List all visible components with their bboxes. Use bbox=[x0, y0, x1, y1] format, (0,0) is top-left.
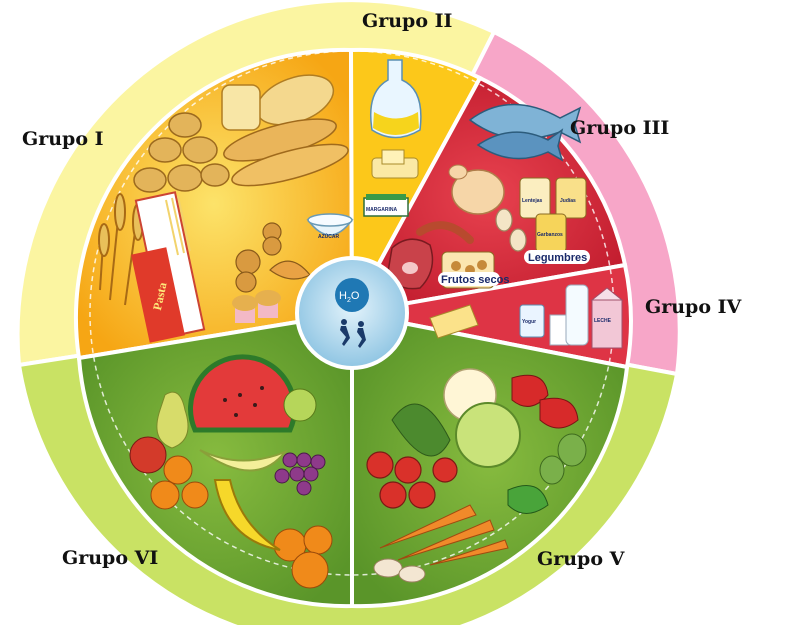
group-II-illustration: MARGARINA bbox=[363, 59, 422, 217]
svg-text:H2O: H2O bbox=[339, 290, 360, 304]
margarine-tub-icon: MARGARINA bbox=[363, 194, 409, 217]
judias-label: Judías bbox=[560, 198, 576, 204]
oranges-icon bbox=[150, 455, 333, 589]
potatoes-icon bbox=[133, 112, 230, 193]
group-V-label: Grupo V bbox=[537, 548, 625, 570]
green-pepper-icon bbox=[507, 485, 549, 514]
pear-icon bbox=[156, 391, 189, 449]
center-hydration-exercise: H2O bbox=[295, 256, 409, 370]
mushrooms-icon bbox=[373, 558, 426, 583]
artichoke-icon bbox=[539, 433, 587, 485]
water-drop-icon bbox=[335, 278, 369, 312]
margarina-label: MARGARINA bbox=[366, 207, 397, 213]
oil-bottle-icon bbox=[370, 59, 422, 139]
bread-icon bbox=[221, 74, 349, 187]
fish-icon bbox=[468, 103, 582, 162]
milk-glass-icon bbox=[549, 314, 569, 346]
water-label-tail: O bbox=[351, 290, 360, 302]
milk-bottle-icon bbox=[565, 284, 589, 346]
azucar-label: AZÚCAR bbox=[318, 233, 339, 240]
apple-red-icon bbox=[129, 436, 167, 474]
apple-green-icon bbox=[283, 388, 317, 422]
meat-icon bbox=[387, 221, 474, 290]
melon-icon bbox=[199, 449, 289, 472]
group-III-illustration: Lentejas Judías Garbanzos Legumbres Frut… bbox=[387, 103, 590, 290]
group-III-label: Grupo III bbox=[570, 117, 670, 139]
sugar-bowl-icon: AZÚCAR bbox=[306, 213, 354, 240]
red-peppers-icon bbox=[511, 374, 579, 429]
water-subscript: 2 bbox=[347, 297, 351, 304]
pasta-label: Pasta bbox=[150, 281, 170, 311]
bananas-icon bbox=[213, 479, 281, 551]
leche-label: LECHE bbox=[594, 318, 612, 324]
legumbres-pill bbox=[524, 250, 590, 264]
cabbage-icon bbox=[455, 402, 521, 468]
cookies-icon bbox=[235, 222, 282, 293]
group-VI-label: Grupo VI bbox=[62, 547, 159, 569]
yogurt-icon: Yogur bbox=[519, 304, 545, 338]
carrots-icon bbox=[379, 504, 509, 566]
group-IV-label: Grupo IV bbox=[645, 296, 742, 318]
garbanzos-label: Garbanzos bbox=[537, 232, 563, 238]
chard-icon bbox=[391, 403, 451, 457]
tomatoes-icon bbox=[366, 451, 458, 509]
group-V-illustration bbox=[366, 368, 587, 583]
lentejas-label: Lentejas bbox=[522, 198, 543, 204]
eggs-icon bbox=[495, 208, 527, 252]
group-VI-illustration bbox=[129, 354, 333, 589]
water-label: H bbox=[339, 290, 347, 302]
legume-jars-icon: Lentejas Judías Garbanzos bbox=[519, 177, 587, 253]
chicken-icon bbox=[448, 164, 505, 215]
runners-icon bbox=[340, 319, 366, 348]
legumbres-label: Legumbres bbox=[528, 252, 587, 264]
milk-carton-icon: LECHE bbox=[590, 287, 624, 349]
muffins-icon bbox=[232, 290, 281, 323]
frutos-secos-pill bbox=[438, 272, 500, 286]
group-II-label: Grupo II bbox=[362, 10, 453, 32]
pasta-box-icon: Pasta bbox=[131, 191, 206, 343]
group-IV-illustration: Yogur LECHE bbox=[429, 284, 624, 349]
butter-icon bbox=[371, 149, 419, 179]
cheese-icon bbox=[429, 304, 479, 339]
group-I-label: Grupo I bbox=[22, 128, 104, 150]
frutos-secos-label: Frutos secos bbox=[441, 274, 509, 286]
yogur-label: Yogur bbox=[522, 319, 536, 325]
grapes-icon bbox=[274, 452, 326, 496]
group-I-illustration: Pasta AZÚCAR bbox=[98, 74, 354, 343]
